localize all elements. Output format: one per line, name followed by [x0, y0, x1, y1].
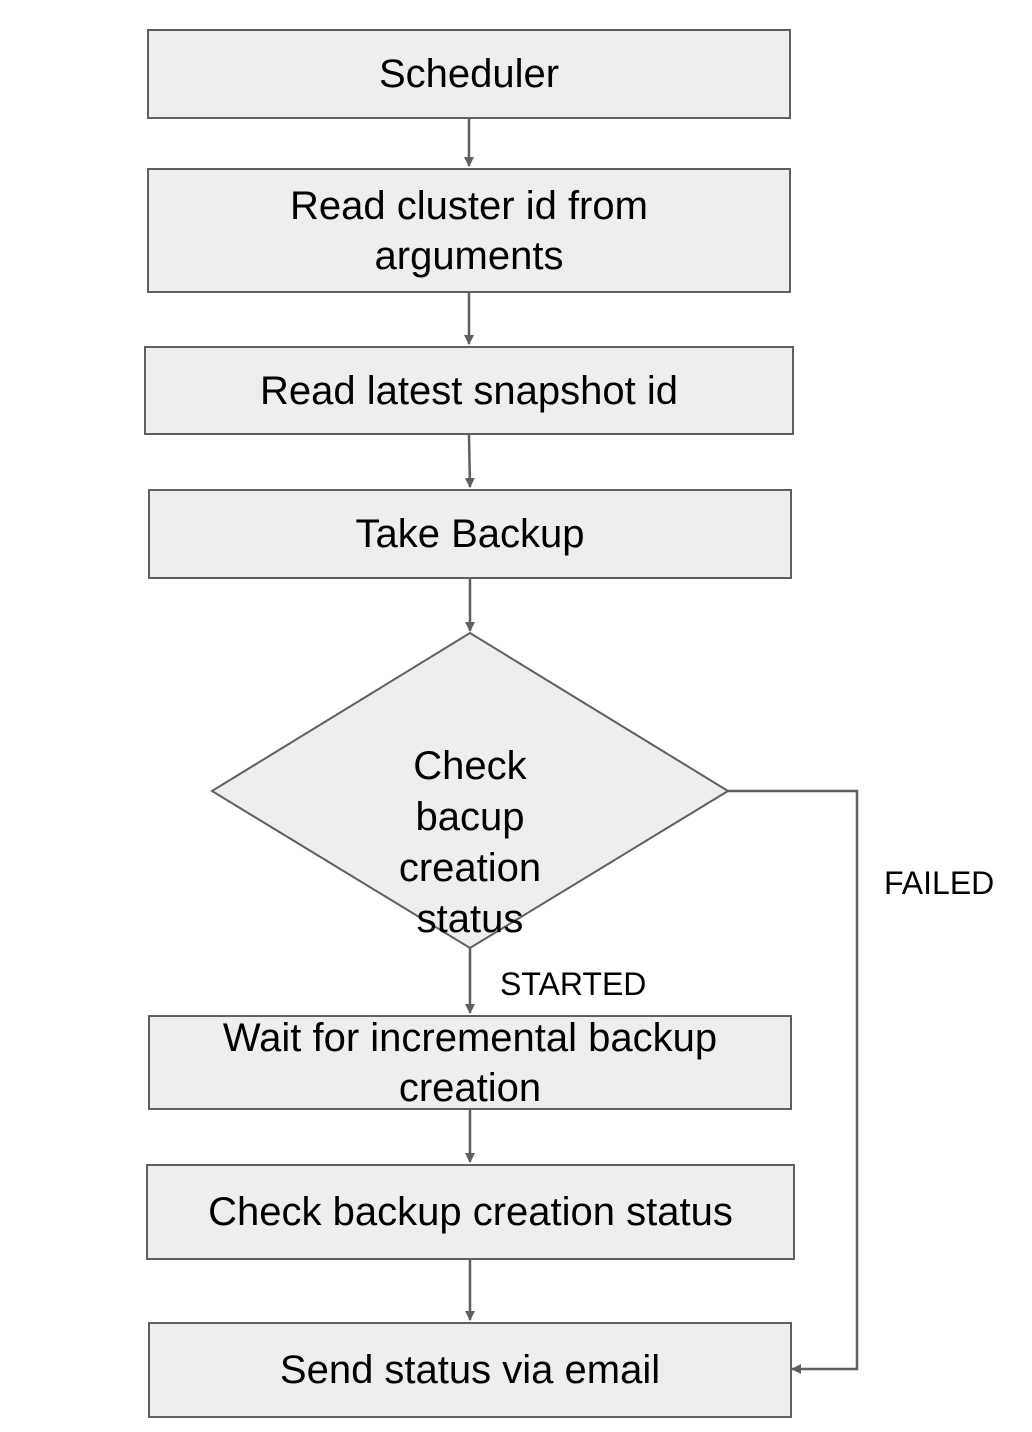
edge-label-started: STARTED [500, 966, 647, 1002]
node-send-status-email-label: Send status via email [279, 1348, 661, 1392]
edge-label-failed: FAILED [884, 865, 995, 901]
node-wait-incremental-backup-label: Wait for incremental backup creation [222, 1015, 718, 1110]
node-take-backup-label: Take Backup [355, 512, 585, 556]
node-check-backup-status: Check backup creation status [146, 1164, 795, 1260]
node-read-cluster-id: Read cluster id from arguments [147, 168, 791, 293]
node-scheduler-label: Scheduler [378, 52, 560, 96]
arrow-read-snapshot-to-take-backup [464, 434, 475, 488]
node-read-cluster-id-label: Read cluster id from arguments [290, 183, 648, 278]
node-read-latest-snapshot: Read latest snapshot id [144, 346, 794, 435]
arrow-decision-failed-to-send-email [728, 789, 859, 1374]
node-wait-incremental-backup: Wait for incremental backup creation [148, 1015, 792, 1110]
node-check-backup-status-label: Check backup creation status [208, 1190, 733, 1234]
node-take-backup: Take Backup [148, 489, 792, 579]
node-scheduler: Scheduler [147, 29, 791, 119]
node-read-latest-snapshot-label: Read latest snapshot id [259, 368, 679, 413]
node-send-status-email: Send status via email [148, 1322, 792, 1418]
